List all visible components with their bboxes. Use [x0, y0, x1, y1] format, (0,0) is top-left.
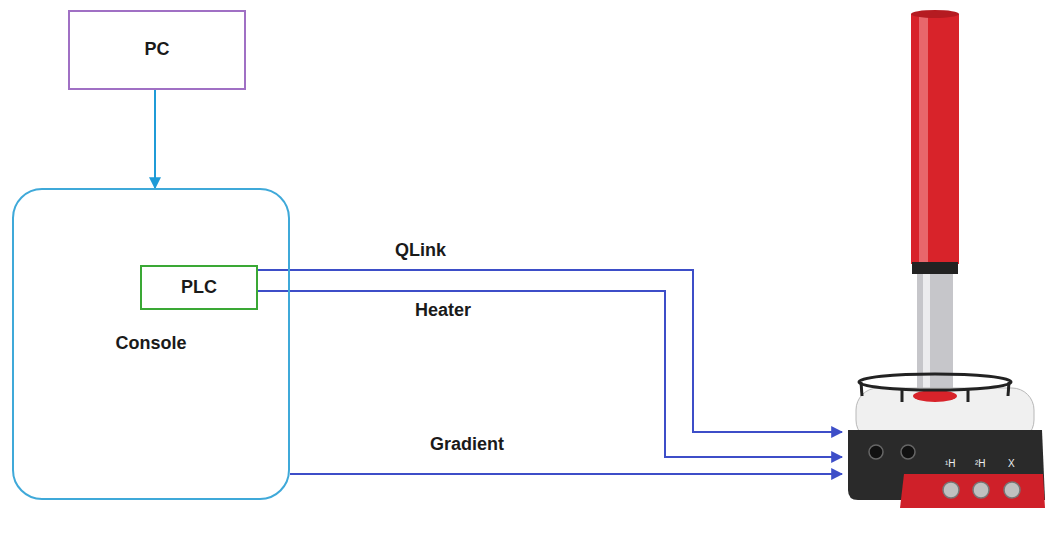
black-band: [912, 262, 958, 274]
tube-highlight: [919, 14, 928, 264]
spectrometer-base: ¹H ²H X: [842, 360, 1047, 512]
signal-label: QLink: [393, 240, 448, 262]
port-label: X: [1008, 458, 1015, 470]
red-ring: [913, 390, 957, 402]
connector-arrow: [290, 473, 842, 475]
silver-tube: [917, 270, 953, 380]
connector-arrow: [258, 291, 842, 457]
base-front: [848, 430, 1045, 500]
tube-highlight: [923, 270, 930, 380]
silver-tube: [917, 360, 953, 394]
sample-holder: [859, 374, 1011, 390]
rf-connector: [973, 482, 989, 498]
port-socket: [869, 445, 883, 459]
connector-arrow: [258, 270, 842, 432]
holder-leg: [1008, 382, 1009, 396]
rf-connector: [943, 482, 959, 498]
pc-box: PC: [68, 10, 246, 90]
holder-leg: [861, 382, 862, 396]
signal-label: Heater: [413, 300, 473, 322]
rf-connector: [1004, 482, 1020, 498]
console-box: PLC Console: [12, 188, 290, 500]
plc-box: PLC: [140, 265, 258, 310]
tube-cap: [911, 10, 959, 18]
node-label: Console: [115, 333, 186, 355]
base-top: [856, 388, 1034, 442]
connector-arrow: [154, 90, 156, 188]
port-label: ²H: [975, 458, 986, 470]
node-label: PC: [144, 39, 169, 61]
holder-leg: [967, 389, 970, 402]
port-label: ¹H: [945, 458, 956, 470]
port-socket: [901, 445, 915, 459]
spectrometer-outline: [842, 360, 1047, 512]
base-red-strip: [900, 474, 1045, 508]
node-label: PLC: [181, 277, 217, 299]
signal-label: Gradient: [428, 434, 506, 456]
red-tube: [911, 14, 959, 264]
holder-leg: [901, 389, 904, 402]
tube-highlight: [923, 360, 930, 394]
